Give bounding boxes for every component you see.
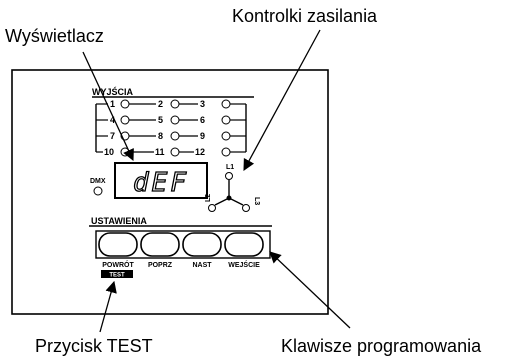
output-row-2: 4 5 6 bbox=[96, 115, 246, 125]
previous-button[interactable] bbox=[140, 232, 180, 257]
power-leds-leader-arrow bbox=[243, 29, 321, 172]
next-button-label: NAST bbox=[192, 262, 212, 269]
output-label: 6 bbox=[200, 115, 205, 125]
output-label: 3 bbox=[200, 99, 205, 109]
dmx-label: DMX bbox=[90, 178, 106, 185]
display-leader-arrow bbox=[82, 51, 134, 162]
power-leds: L1 L2 L3 bbox=[205, 164, 260, 212]
output-label: 4 bbox=[110, 115, 115, 125]
dmx-led bbox=[93, 186, 103, 196]
phase-l1-label: L1 bbox=[226, 164, 234, 171]
output-led bbox=[221, 147, 231, 157]
program-keys-leader-arrow bbox=[269, 251, 351, 329]
output-label: 1 bbox=[110, 99, 115, 109]
output-led bbox=[120, 115, 130, 125]
test-button-leader-arrow bbox=[99, 280, 117, 333]
output-led bbox=[170, 131, 180, 141]
output-label: 10 bbox=[104, 147, 114, 157]
phase-l3-led bbox=[242, 204, 250, 212]
output-label: 8 bbox=[158, 131, 163, 141]
output-label: 9 bbox=[200, 131, 205, 141]
test-badge bbox=[101, 270, 133, 278]
phase-l1-led bbox=[225, 172, 233, 180]
back-button-label: POWRÓT bbox=[102, 260, 134, 269]
output-label: 2 bbox=[158, 99, 163, 109]
phase-l3-label: L3 bbox=[253, 197, 260, 205]
test-button-callout: Przycisk TEST bbox=[35, 336, 153, 356]
outputs-heading: WYJŚCIA bbox=[92, 86, 134, 97]
display-window bbox=[114, 162, 208, 199]
output-label: 11 bbox=[155, 147, 165, 157]
output-led bbox=[221, 131, 231, 141]
power-leds-callout: Kontrolki zasilania bbox=[232, 6, 378, 26]
display-readout: dEF bbox=[133, 168, 189, 198]
output-led bbox=[170, 115, 180, 125]
program-keys-callout: Klawisze programowania bbox=[281, 336, 482, 356]
display-callout: Wyświetlacz bbox=[5, 26, 104, 46]
previous-button-label: POPRZ bbox=[148, 262, 173, 269]
output-label: 5 bbox=[158, 115, 163, 125]
output-led bbox=[221, 115, 231, 125]
output-row-1: 1 2 3 bbox=[96, 99, 246, 109]
next-button[interactable] bbox=[182, 232, 222, 257]
back-button[interactable] bbox=[98, 232, 138, 257]
settings-heading: USTAWIENIA bbox=[91, 216, 147, 226]
enter-button[interactable] bbox=[224, 232, 264, 257]
phase-l2-led bbox=[208, 204, 216, 212]
test-badge-label: TEST bbox=[109, 273, 125, 279]
output-label: 12 bbox=[195, 147, 205, 157]
output-led bbox=[221, 99, 231, 109]
output-led bbox=[170, 99, 180, 109]
enter-button-label: WEJŚCIE bbox=[228, 260, 260, 269]
output-led bbox=[170, 147, 180, 157]
phase-l2-label: L2 bbox=[205, 194, 212, 202]
output-led bbox=[120, 99, 130, 109]
settings-keypad bbox=[95, 230, 271, 259]
output-label: 7 bbox=[110, 131, 115, 141]
